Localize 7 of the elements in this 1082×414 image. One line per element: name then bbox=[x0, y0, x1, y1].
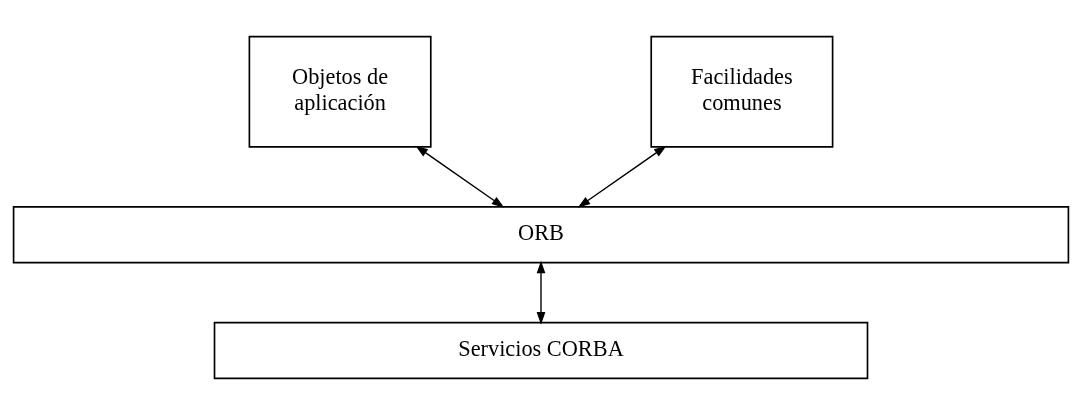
node-box: ORB bbox=[12, 205, 1070, 263]
arrow bbox=[577, 145, 667, 208]
node-box: Facilidades comunes bbox=[650, 35, 834, 148]
node-box: Objetos de aplicación bbox=[248, 35, 432, 148]
arrow bbox=[415, 145, 505, 208]
arrow bbox=[536, 260, 546, 325]
node-box: Servicios CORBA bbox=[213, 321, 869, 379]
